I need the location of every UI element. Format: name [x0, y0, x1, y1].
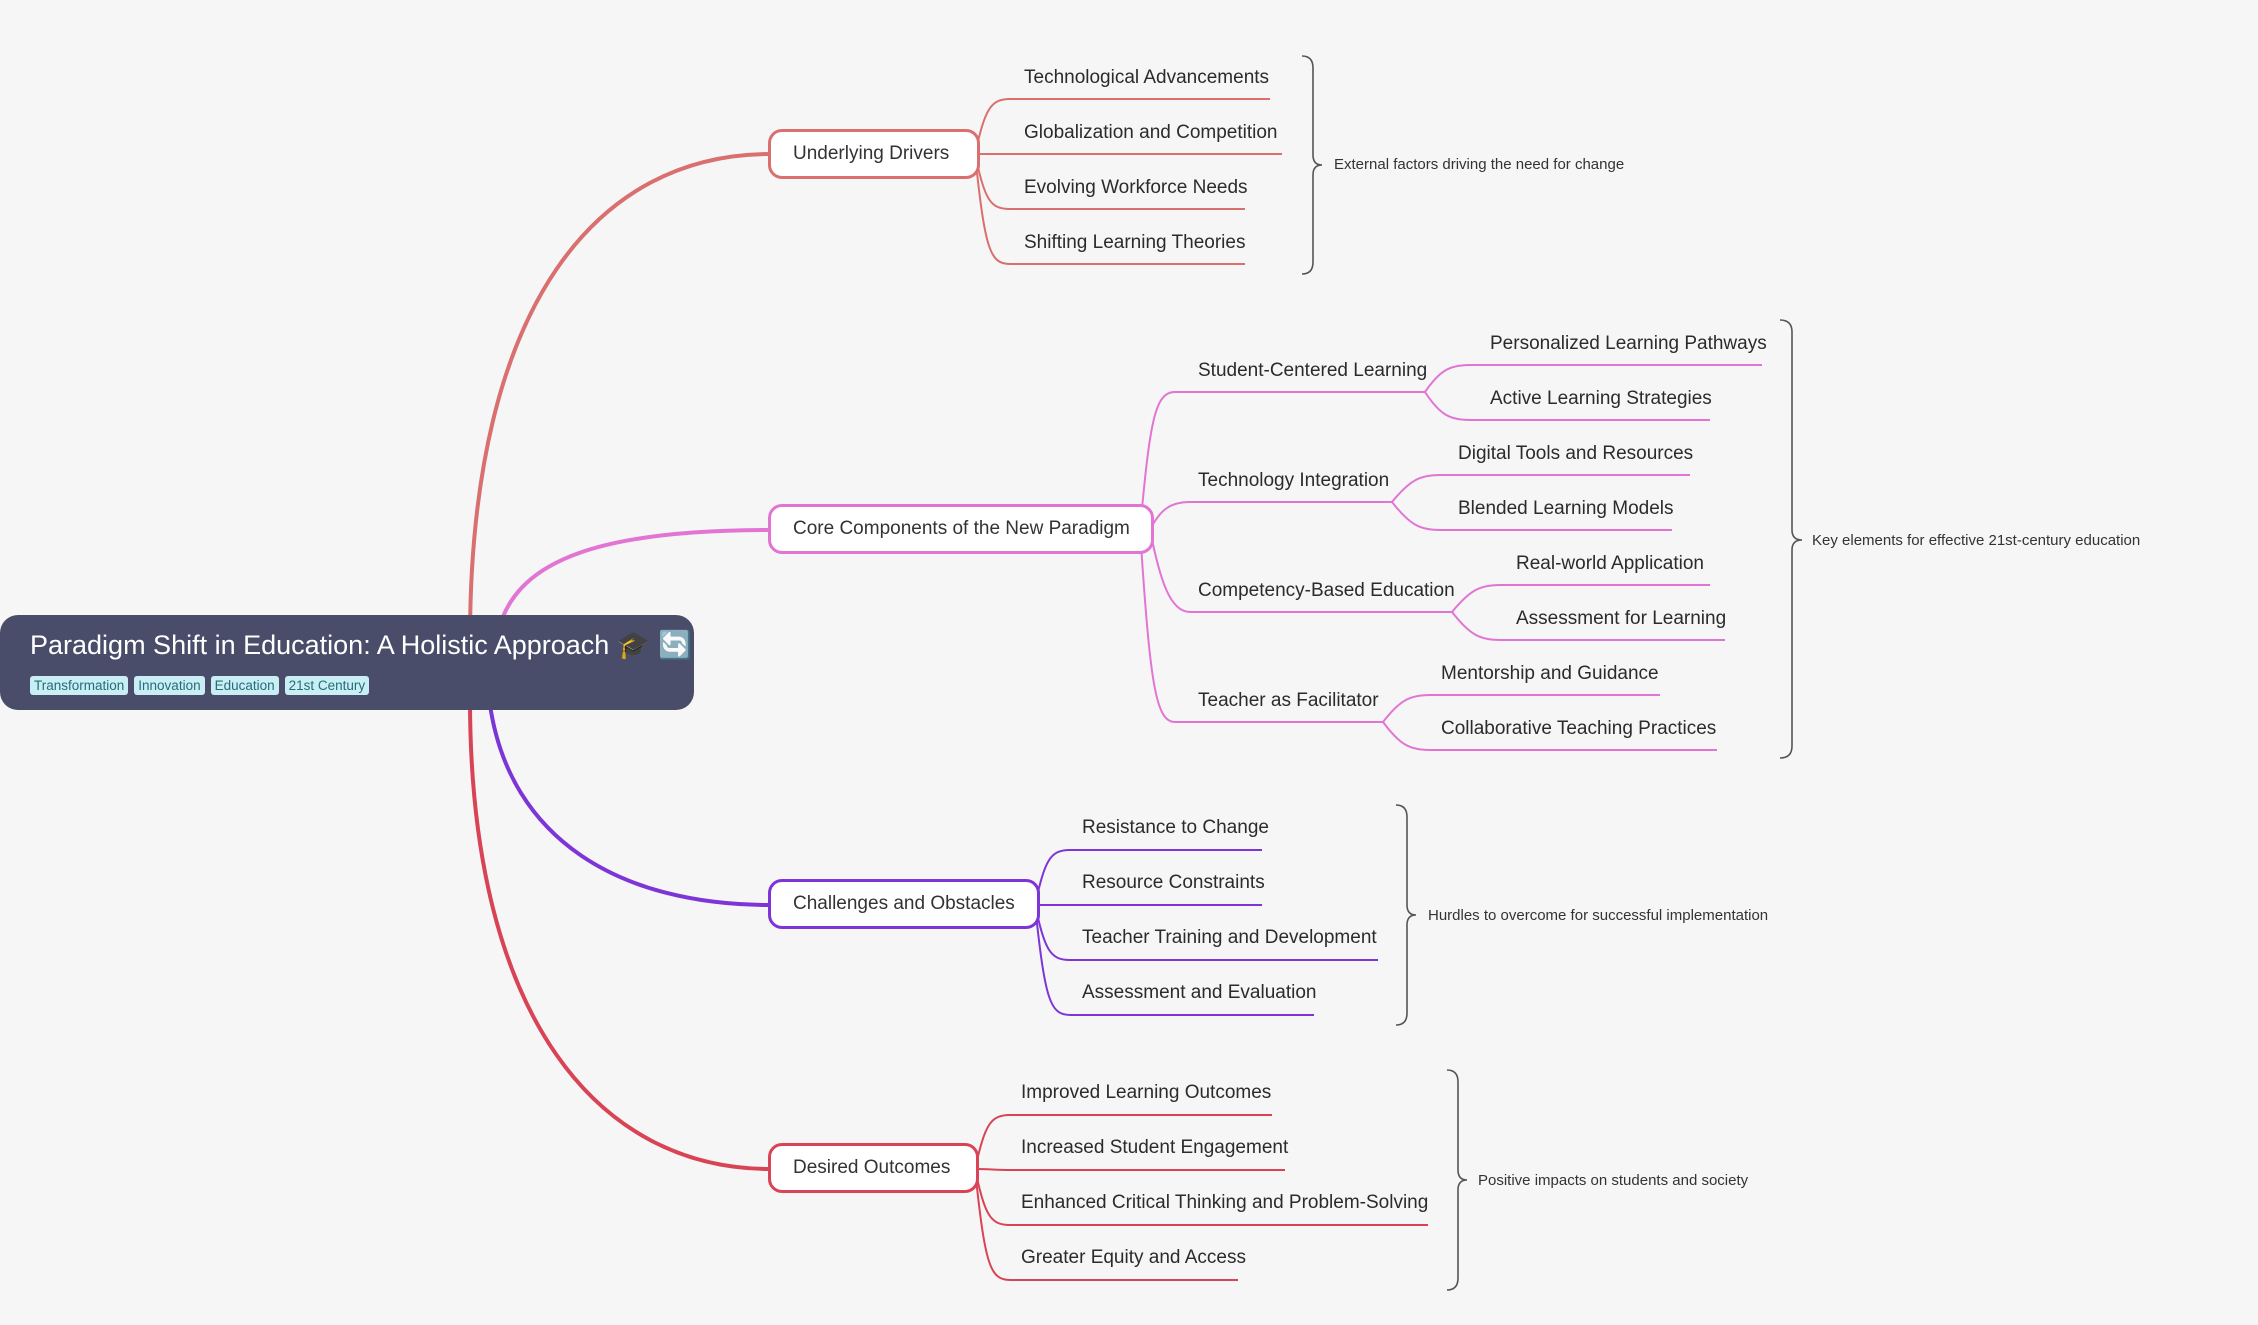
leaf-active-learning-strategies[interactable]: Active Learning Strategies: [1490, 388, 1712, 409]
link-core-sub3-leaf-2: [1451, 611, 1725, 641]
tag-transformation: Transformation: [30, 676, 129, 695]
link-core-sub1-leaf-2: [1424, 391, 1710, 421]
link-core-sub-1: [1139, 391, 1425, 531]
branch-desired-outcomes[interactable]: Desired Outcomes: [768, 1143, 979, 1193]
leaf-increased-student-engagement[interactable]: Increased Student Engagement: [1021, 1137, 1289, 1158]
leaf-shifting-learning-theories[interactable]: Shifting Learning Theories: [1024, 232, 1246, 253]
summary-drivers: External factors driving the need for ch…: [1334, 156, 1625, 173]
tag-education: Education: [210, 676, 279, 695]
bracket-challenges: [1395, 804, 1417, 1026]
root-node[interactable]: Paradigm Shift in Education: A Holistic …: [0, 615, 694, 710]
leaf-greater-equity-and-access[interactable]: Greater Equity and Access: [1021, 1247, 1246, 1268]
summary-outcomes: Positive impacts on students and society: [1478, 1172, 1749, 1189]
link-root-outcomes: [468, 699, 771, 1171]
root-tags: Transformation Innovation Education 21st…: [30, 676, 370, 695]
root-title: Paradigm Shift in Education: A Holistic …: [30, 630, 692, 660]
bracket-core: [1779, 319, 1803, 759]
tag-21st-century: 21st Century: [284, 676, 370, 695]
leaf-blended-learning-models[interactable]: Blended Learning Models: [1458, 498, 1674, 519]
link-challenges-leaf-4: [1034, 904, 1314, 1016]
leaf-evolving-workforce-needs[interactable]: Evolving Workforce Needs: [1024, 177, 1248, 198]
leaf-personalized-learning-pathways[interactable]: Personalized Learning Pathways: [1490, 333, 1767, 354]
sub-technology-integration[interactable]: Technology Integration: [1198, 470, 1390, 491]
branch-underlying-drivers[interactable]: Underlying Drivers: [768, 129, 980, 179]
leaf-teacher-training-and-development[interactable]: Teacher Training and Development: [1082, 927, 1377, 948]
leaf-collaborative-teaching-practices[interactable]: Collaborative Teaching Practices: [1441, 718, 1717, 739]
leaf-improved-learning-outcomes[interactable]: Improved Learning Outcomes: [1021, 1082, 1272, 1103]
leaf-real-world-application[interactable]: Real-world Application: [1516, 553, 1704, 574]
leaf-assessment-for-learning[interactable]: Assessment for Learning: [1516, 608, 1727, 629]
link-root-challenges: [488, 704, 771, 907]
bracket-outcomes: [1446, 1069, 1468, 1291]
link-drivers-leaf-4: [974, 153, 1245, 265]
leaf-resistance-to-change[interactable]: Resistance to Change: [1082, 817, 1269, 838]
link-core-sub-3: [1149, 529, 1452, 613]
summary-challenges: Hurdles to overcome for successful imple…: [1428, 907, 1769, 924]
bracket-drivers: [1301, 55, 1323, 275]
sub-teacher-as-facilitator[interactable]: Teacher as Facilitator: [1198, 690, 1379, 711]
link-core-sub3-leaf-1: [1451, 584, 1710, 613]
leaf-enhanced-critical-thinking[interactable]: Enhanced Critical Thinking and Problem-S…: [1021, 1192, 1429, 1213]
branch-core-components[interactable]: Core Components of the New Paradigm: [768, 504, 1154, 554]
link-root-core: [498, 528, 771, 626]
leaf-mentorship-and-guidance[interactable]: Mentorship and Guidance: [1441, 663, 1659, 684]
link-core-sub2-leaf-1: [1391, 474, 1690, 503]
leaf-resource-constraints[interactable]: Resource Constraints: [1082, 872, 1265, 893]
summary-core: Key elements for effective 21st-century …: [1812, 532, 2141, 549]
link-core-sub4-leaf-1: [1382, 694, 1660, 723]
leaf-globalization-and-competition[interactable]: Globalization and Competition: [1024, 122, 1278, 143]
link-core-sub-4: [1139, 529, 1383, 723]
link-core-sub2-leaf-2: [1391, 501, 1672, 531]
link-core-sub4-leaf-2: [1382, 721, 1717, 751]
sub-student-centered-learning[interactable]: Student-Centered Learning: [1198, 360, 1428, 381]
branch-challenges-and-obstacles[interactable]: Challenges and Obstacles: [768, 879, 1040, 929]
link-core-sub-2: [1149, 501, 1392, 531]
link-core-sub1-leaf-1: [1424, 364, 1762, 393]
sub-competency-based-education[interactable]: Competency-Based Education: [1198, 580, 1455, 601]
link-outcomes-leaf-2: [974, 1168, 1285, 1171]
tag-innovation: Innovation: [134, 676, 205, 695]
leaf-assessment-and-evaluation[interactable]: Assessment and Evaluation: [1082, 982, 1317, 1003]
link-root-drivers: [468, 152, 771, 641]
leaf-digital-tools-and-resources[interactable]: Digital Tools and Resources: [1458, 443, 1694, 464]
link-outcomes-leaf-4: [974, 1168, 1238, 1281]
leaf-technological-advancements[interactable]: Technological Advancements: [1024, 67, 1270, 88]
